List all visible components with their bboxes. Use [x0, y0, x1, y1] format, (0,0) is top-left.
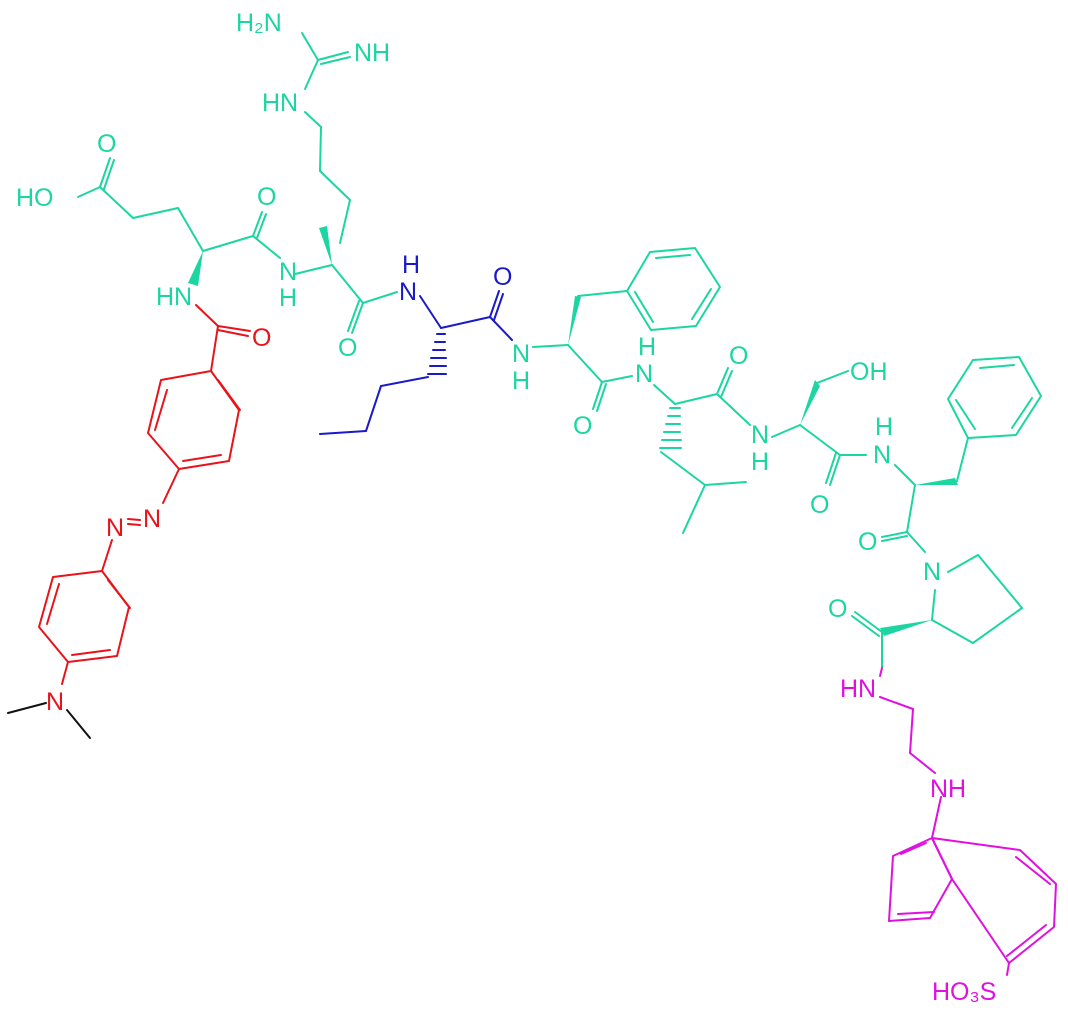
- label-nme2-n: N: [46, 688, 64, 716]
- label-arg-n: N: [279, 258, 297, 286]
- label-pro-n: N: [923, 558, 941, 586]
- label-leu-n: N: [635, 360, 653, 388]
- dimethylamino-bonds: [7, 702, 91, 739]
- label-phe2-h: H: [875, 413, 893, 441]
- label-h2n: H₂N: [236, 9, 282, 37]
- label-leu-o: O: [729, 342, 748, 370]
- label-arg-h: H: [279, 284, 297, 312]
- label-nle-n: N: [399, 278, 417, 306]
- dabcyl-bonds: [38, 304, 251, 685]
- label-leu-h: H: [638, 333, 656, 361]
- label-edans-hn: HN: [840, 675, 876, 703]
- label-glu-hn: HN: [156, 283, 192, 311]
- label-so3h: HO₃S: [932, 978, 996, 1006]
- label-phe2-o: O: [858, 528, 877, 556]
- label-azo-n2: N: [106, 514, 124, 542]
- peptide-bonds: [77, 32, 1042, 669]
- label-nle-h: H: [402, 251, 420, 279]
- label-ser-oh: OH: [850, 358, 888, 386]
- label-arg-o: O: [338, 334, 357, 362]
- label-ser-o: O: [810, 491, 829, 519]
- label-nle-o: O: [493, 263, 512, 291]
- label-ser-h: H: [751, 448, 769, 476]
- edans-bonds: [879, 667, 1057, 976]
- label-phe-n: N: [512, 340, 530, 368]
- label-guan-hn: HN: [262, 89, 298, 117]
- label-ser-n: N: [751, 421, 769, 449]
- label-dabcyl-o: O: [252, 324, 271, 352]
- atom-labels: H₂N NH HN O HO O HN O N H O H N O N H O …: [16, 9, 996, 1006]
- label-edans-nh: NH: [930, 775, 966, 803]
- label-azo-n1: N: [143, 505, 161, 533]
- label-pro-o: O: [828, 595, 847, 623]
- norleucine-bonds: [319, 290, 513, 435]
- label-glu-acid-o: O: [97, 130, 116, 158]
- label-phe-h: H: [512, 367, 530, 395]
- label-phe2-n: N: [873, 441, 891, 469]
- label-glu-co-o: O: [257, 183, 276, 211]
- peptide-stereo-bonds: [188, 226, 958, 636]
- label-phe-o: O: [573, 412, 592, 440]
- label-guan-nh: NH: [354, 39, 390, 67]
- label-glu-ho: HO: [16, 184, 54, 212]
- norleucine-hash-bond: [427, 333, 447, 375]
